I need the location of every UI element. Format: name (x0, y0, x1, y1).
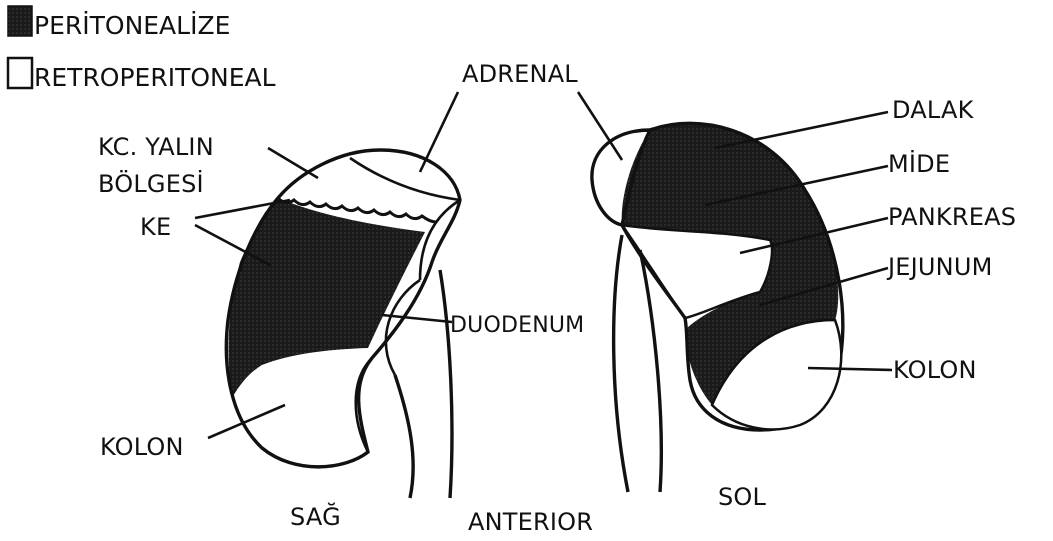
leader-adrenal-right (420, 92, 458, 172)
legend-label-peritonealized: PERİTONEALİZE (34, 11, 230, 40)
left-ureter-outer (614, 235, 628, 492)
label-pankreas: PANKREAS (888, 203, 1016, 231)
label-kolon-right: KOLON (100, 433, 184, 461)
right-kidney (226, 150, 460, 498)
leader-kc-yalin (268, 148, 318, 178)
label-anterior: ANTERIOR (468, 508, 593, 536)
legend-swatch-peritonealized (8, 6, 32, 36)
label-bolgesi: BÖLGESİ (98, 169, 204, 198)
leader-duodenum (382, 315, 452, 322)
label-adrenal: ADRENAL (462, 60, 578, 88)
legend: PERİTONEALİZE RETROPERITONEAL (8, 6, 276, 92)
label-kc-yalin: KC. YALIN (98, 133, 214, 161)
legend-swatch-retroperitoneal (8, 58, 32, 88)
label-jejunum: JEJUNUM (886, 253, 993, 281)
label-kolon-left: KOLON (893, 356, 977, 384)
label-sag: SAĞ (290, 501, 341, 531)
label-ke: KE (140, 213, 171, 241)
right-ureter-inner (395, 375, 413, 498)
left-kidney (592, 123, 843, 492)
leader-kolon-right (208, 405, 285, 438)
right-ureter-outer (440, 270, 452, 498)
label-dalak: DALAK (892, 96, 975, 124)
leader-dalak (715, 112, 888, 148)
adrenal-divider (350, 158, 460, 200)
left-ureter-inner (640, 250, 661, 492)
label-sol: SOL (718, 483, 767, 511)
label-mide: MİDE (888, 149, 950, 178)
legend-label-retroperitoneal: RETROPERITONEAL (34, 63, 276, 92)
label-duodenum: DUODENUM (450, 313, 584, 338)
